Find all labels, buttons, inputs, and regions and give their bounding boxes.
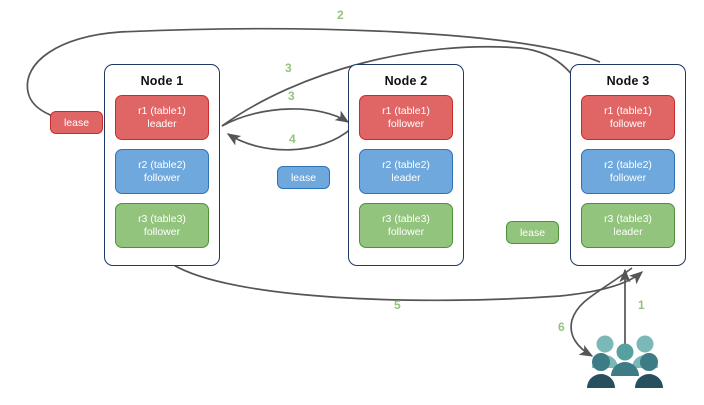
node-1-range-r2[interactable]: r2 (table2) follower [115, 149, 209, 194]
node-card-3: Node 3 r1 (table1) follower r2 (table2) … [570, 64, 686, 266]
node-2-range-r3-name: r3 (table3) [382, 212, 430, 225]
arrow-step-2 [26, 27, 601, 129]
node-1-range-r3[interactable]: r3 (table3) follower [115, 203, 209, 248]
step-label-3-upper: 3 [285, 61, 292, 75]
arrow-step-3-to-node2 [221, 108, 350, 127]
node-card-1: Node 1 r1 (table1) leader r2 (table2) fo… [104, 64, 220, 266]
node-3-range-r3-name: r3 (table3) [604, 212, 652, 225]
node-2-range-r1-role: follower [387, 117, 425, 130]
step-label-3-lower: 3 [288, 89, 295, 103]
step-label-1: 1 [638, 298, 645, 312]
node-3-range-r1-name: r1 (table1) [604, 104, 652, 117]
node-3-range-r2-role: follower [609, 171, 647, 184]
node-3-title: Node 3 [606, 74, 650, 88]
lease-badge-r2[interactable]: lease [277, 166, 330, 189]
node-2-range-r3-role: follower [387, 225, 425, 238]
node-3-range-r3[interactable]: r3 (table3) leader [581, 203, 675, 248]
lease-badge-r3[interactable]: lease [506, 221, 559, 244]
node-1-range-r1-name: r1 (table1) [138, 104, 186, 117]
node-1-range-r3-name: r3 (table3) [138, 212, 186, 225]
arrow-step-6 [570, 267, 633, 357]
node-2-range-r1-name: r1 (table1) [382, 104, 430, 117]
node-1-range-r1-role: leader [147, 117, 177, 130]
node-2-range-r2-name: r2 (table2) [382, 158, 430, 171]
step-label-2: 2 [337, 8, 344, 22]
node-2-range-r2[interactable]: r2 (table2) leader [359, 149, 453, 194]
node-3-range-r1-role: follower [609, 117, 647, 130]
node-1-range-r3-role: follower [143, 225, 181, 238]
node-1-range-r2-name: r2 (table2) [138, 158, 186, 171]
step-label-6: 6 [558, 320, 565, 334]
arrow-step-4 [226, 127, 353, 151]
node-1-title: Node 1 [140, 74, 184, 88]
node-3-range-r2-name: r2 (table2) [604, 158, 652, 171]
step-label-5: 5 [394, 298, 401, 312]
node-1-range-r2-role: follower [143, 171, 181, 184]
node-2-range-r3[interactable]: r3 (table3) follower [359, 203, 453, 248]
node-3-range-r1[interactable]: r1 (table1) follower [581, 95, 675, 140]
node-1-range-r1[interactable]: r1 (table1) leader [115, 95, 209, 140]
node-card-2: Node 2 r1 (table1) follower r2 (table2) … [348, 64, 464, 266]
node-3-range-r3-role: leader [613, 225, 643, 238]
arrow-step-5 [171, 263, 644, 302]
node-2-range-r2-role: leader [391, 171, 421, 184]
node-2-title: Node 2 [384, 74, 428, 88]
node-3-range-r2[interactable]: r2 (table2) follower [581, 149, 675, 194]
step-label-4: 4 [289, 132, 296, 146]
node-2-range-r1[interactable]: r1 (table1) follower [359, 95, 453, 140]
